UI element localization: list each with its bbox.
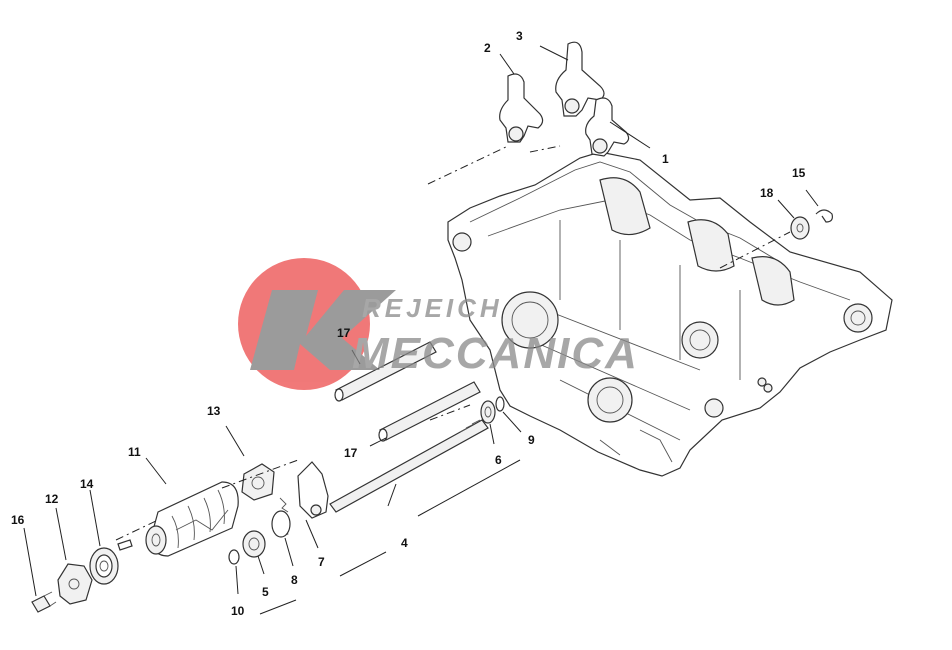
label-part-10: 10 bbox=[231, 604, 245, 618]
label-part-16: 16 bbox=[11, 513, 25, 527]
label-part-3: 3 bbox=[516, 29, 523, 43]
label-part-4: 4 bbox=[401, 536, 408, 550]
watermark-k-mark bbox=[250, 290, 396, 370]
bush-5 bbox=[242, 530, 266, 558]
label-part-17-upper: 17 bbox=[337, 326, 351, 340]
watermark-line-1: REJEICH bbox=[362, 293, 503, 323]
selector-shaft bbox=[329, 419, 489, 513]
leader-lines bbox=[23, 45, 819, 597]
label-part-6: 6 bbox=[495, 453, 502, 467]
label-part-15: 15 bbox=[792, 166, 806, 180]
selector-drum-11 bbox=[145, 481, 239, 557]
label-part-18: 18 bbox=[760, 186, 774, 200]
label-part-17-lower: 17 bbox=[344, 446, 358, 460]
spring-8 bbox=[271, 497, 291, 538]
crankcase bbox=[447, 151, 893, 477]
assembly-lines bbox=[115, 145, 791, 615]
screw-16 bbox=[31, 591, 57, 613]
watermark-line-2: MECCANICA bbox=[352, 329, 639, 378]
washer-18 bbox=[790, 216, 810, 240]
selector-lever-7 bbox=[297, 461, 329, 519]
clip-15 bbox=[815, 209, 833, 223]
label-part-2: 2 bbox=[484, 41, 491, 55]
label-part-1: 1 bbox=[662, 152, 669, 166]
shift-fork-1 bbox=[585, 97, 630, 157]
bearing-14 bbox=[89, 547, 119, 585]
label-part-8: 8 bbox=[291, 573, 298, 587]
index-plate-12 bbox=[57, 563, 93, 605]
star-plate-13 bbox=[241, 463, 275, 501]
fork-shaft-lower bbox=[378, 381, 481, 442]
label-part-11: 11 bbox=[128, 445, 141, 459]
shift-fork-2 bbox=[499, 73, 544, 143]
label-part-14: 14 bbox=[80, 477, 94, 491]
label-part-5: 5 bbox=[262, 585, 269, 599]
oil-seal-6 bbox=[480, 400, 496, 424]
label-part-12: 12 bbox=[45, 492, 59, 506]
circlip-10 bbox=[228, 549, 240, 565]
part-labels: 1 2 3 4 5 6 7 8 9 10 11 12 13 14 15 16 1… bbox=[11, 29, 806, 618]
fork-shaft-upper bbox=[334, 341, 437, 402]
label-part-13: 13 bbox=[207, 404, 221, 418]
label-part-9: 9 bbox=[528, 433, 535, 447]
label-part-7: 7 bbox=[318, 555, 325, 569]
pin bbox=[117, 539, 133, 551]
ring-9 bbox=[495, 396, 505, 412]
watermark-logo: REJEICH MECCANICA bbox=[238, 258, 639, 390]
